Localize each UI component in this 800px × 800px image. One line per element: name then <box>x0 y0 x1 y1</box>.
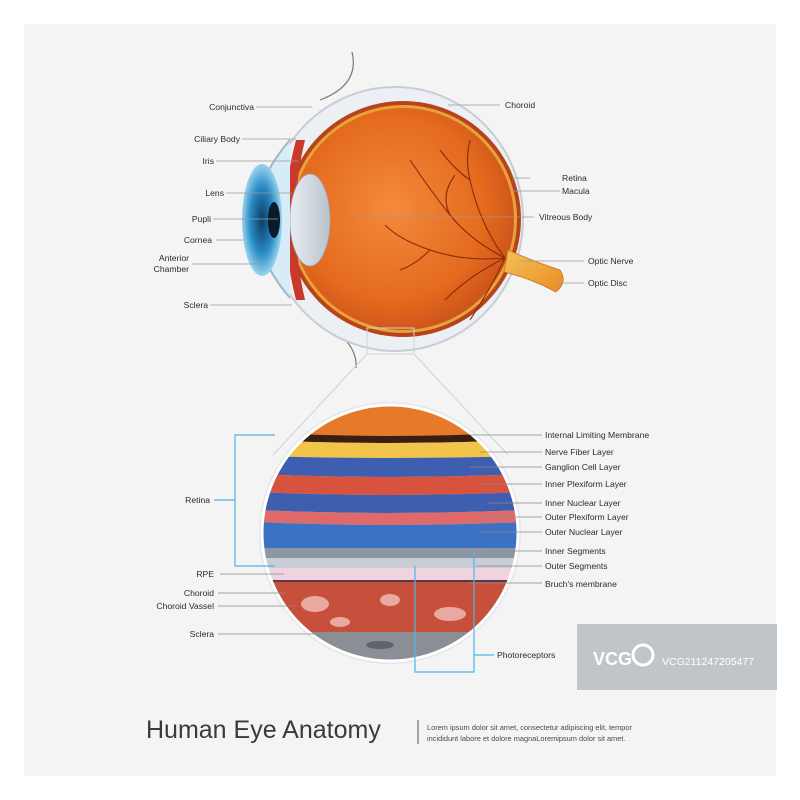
inner-nuclear-band <box>262 492 518 513</box>
label-nerve-fiber-layer: Nerve Fiber Layer <box>545 447 614 457</box>
label-vitreous-body: Vitreous Body <box>539 212 593 222</box>
inner-segments-band <box>262 548 518 558</box>
label-photoreceptors: Photoreceptors <box>497 650 555 660</box>
label-outer-nuclear-layer: Outer Nuclear Layer <box>545 527 623 537</box>
label-iris: Iris <box>203 156 214 166</box>
eye-labels: Conjunctiva Ciliary Body Iris Lens Pupli… <box>154 100 634 310</box>
label-sclera: Sclera <box>184 300 209 310</box>
subtitle-line-2: incididunt labore et dolore magnaLoremip… <box>427 734 625 743</box>
choroid-band <box>262 582 518 632</box>
iris <box>242 164 282 276</box>
label-choroid: Choroid <box>505 100 535 110</box>
label-optic-nerve: Optic Nerve <box>588 256 634 266</box>
rpe-band <box>262 568 518 580</box>
label-cornea: Cornea <box>184 235 212 245</box>
label-rpe: RPE <box>196 569 214 579</box>
label-ciliary-body: Ciliary Body <box>194 134 241 144</box>
label-anterior-1: Anterior <box>159 253 189 263</box>
label-ganglion-cell-layer: Ganglion Cell Layer <box>545 462 621 472</box>
label-outer-plexiform-layer: Outer Plexiform Layer <box>545 512 629 522</box>
retina-magnified-view <box>259 402 521 664</box>
label-outer-segments: Outer Segments <box>545 561 608 571</box>
retina-labels: Internal Limiting Membrane Nerve Fiber L… <box>156 430 649 660</box>
sclera-band <box>262 632 518 661</box>
label-bruchs-membrane: Bruch's membrane <box>545 579 617 589</box>
watermark: VCG VCG211247205477 <box>577 624 777 690</box>
eye-leader-lines <box>192 104 584 306</box>
lens <box>289 173 331 267</box>
label-conjunctiva: Conjunctiva <box>209 102 254 112</box>
subtitle-line-1: Lorem ipsum dolor sit amet, consectetur … <box>427 723 633 732</box>
label-optic-disc: Optic Disc <box>588 278 628 288</box>
ganglion-cell-band <box>262 456 518 477</box>
label-lens: Lens <box>205 188 224 198</box>
pupil <box>268 202 280 238</box>
watermark-id: VCG211247205477 <box>662 656 754 668</box>
label-retina-sclera: Sclera <box>190 629 215 639</box>
outer-nuclear-band <box>262 522 518 552</box>
label-anterior-2: Chamber <box>154 264 189 274</box>
inner-plexiform-band <box>262 474 518 495</box>
retina-leader-lines <box>218 434 542 635</box>
internal-limiting-membrane-band <box>262 432 518 443</box>
label-pupil: Pupli <box>192 214 211 224</box>
label-inner-segments: Inner Segments <box>545 546 606 556</box>
eyeball-cross-section <box>242 51 564 456</box>
nerve-fiber-band <box>262 440 518 458</box>
conjunctiva-line <box>319 51 354 101</box>
label-inner-nuclear-layer: Inner Nuclear Layer <box>545 498 621 508</box>
zoom-connector-right <box>413 353 509 456</box>
optic-nerve <box>503 249 564 293</box>
diagram-title: Human Eye Anatomy <box>146 716 381 744</box>
label-retina-group: Retina <box>185 495 210 505</box>
label-choroid-vessel: Choroid Vassel <box>156 601 214 611</box>
outer-segments-band <box>262 558 518 568</box>
zoom-connector-left <box>272 353 368 456</box>
label-retina-choroid: Choroid <box>184 588 214 598</box>
watermark-logo: VCG <box>593 649 632 669</box>
title-block: Human Eye Anatomy Lorem ipsum dolor sit … <box>146 716 633 744</box>
label-macula: Macula <box>562 186 590 196</box>
label-internal-limiting-membrane: Internal Limiting Membrane <box>545 430 649 440</box>
retina-callouts <box>214 434 494 673</box>
zoom-region-box <box>366 327 415 355</box>
outer-plexiform-band <box>262 510 518 525</box>
label-retina: Retina <box>562 173 587 183</box>
retinal-blood-vessels <box>384 139 506 321</box>
label-inner-plexiform-layer: Inner Plexiform Layer <box>545 479 627 489</box>
vitreous-body <box>292 108 514 330</box>
